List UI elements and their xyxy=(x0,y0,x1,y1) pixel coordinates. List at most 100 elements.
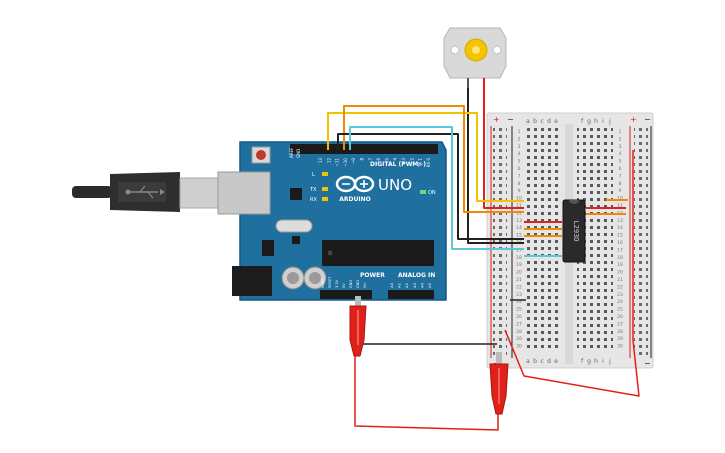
wire-red-rail[interactable] xyxy=(504,150,640,397)
column-letter: j xyxy=(608,358,611,365)
column-letter: h xyxy=(594,118,598,125)
row-number: 24 xyxy=(516,299,522,305)
digital-pin-label: 2 xyxy=(409,158,414,161)
row-number: 9 xyxy=(619,188,622,194)
row-number: 11 xyxy=(516,203,522,209)
row-number: 17 xyxy=(617,247,623,253)
wire-cyan-pin9[interactable] xyxy=(349,126,524,250)
arduino-uno[interactable]: UNO ARDUINO DIGITAL (PWM~) POWER ANALOG … xyxy=(217,141,447,301)
row-number: 18 xyxy=(516,255,522,261)
row-number: 12 xyxy=(516,210,522,216)
chip-notch xyxy=(569,200,579,204)
power-pin-label: GND xyxy=(356,280,360,288)
column-letter: h xyxy=(594,358,598,365)
row-number: 20 xyxy=(617,270,623,276)
digital-pin-label: RX 0 xyxy=(426,158,431,168)
row-number: 19 xyxy=(617,262,623,268)
row-number: 27 xyxy=(516,321,522,327)
column-letter: b xyxy=(533,358,537,365)
digital-pin-label: ~5 xyxy=(384,158,389,164)
led-l xyxy=(322,172,328,176)
analog-pin-label: A4 xyxy=(419,282,424,288)
dc-motor[interactable] xyxy=(443,27,507,88)
analog-header xyxy=(388,290,434,299)
terminal-strip-left xyxy=(523,128,559,350)
row-number: 7 xyxy=(518,173,521,179)
row-number: 3 xyxy=(518,144,521,150)
row-number: 28 xyxy=(516,329,522,335)
reset-button-cap[interactable] xyxy=(256,150,266,160)
digital-label: DIGITAL (PWM~) xyxy=(370,161,426,168)
wire-red-clip[interactable] xyxy=(354,356,499,431)
wire-black-clip[interactable] xyxy=(359,298,497,345)
row-number: 8 xyxy=(518,181,521,187)
wire-motor-black[interactable] xyxy=(467,88,524,244)
row-number: 26 xyxy=(516,314,522,320)
column-letter: i xyxy=(602,358,604,365)
aref-label: AREF xyxy=(289,147,294,158)
led-rx xyxy=(322,197,328,201)
led-on xyxy=(420,190,426,194)
row-number: 15 xyxy=(516,233,522,239)
atmega-chip xyxy=(322,240,434,266)
row-number: 29 xyxy=(516,336,522,342)
usb-controller-chip xyxy=(290,188,302,200)
usb-cable-strain-relief xyxy=(72,186,112,198)
wire-yellow-pin12[interactable] xyxy=(327,112,524,202)
alligator-clip-2[interactable] xyxy=(489,352,509,415)
row-number: 4 xyxy=(518,151,521,157)
crystal-oscillator xyxy=(275,219,313,233)
row-number: 1 xyxy=(619,129,622,135)
power-label: POWER xyxy=(360,272,385,279)
column-letter: f xyxy=(581,118,584,125)
row-number: 26 xyxy=(617,314,623,320)
wire-motor-red[interactable] xyxy=(483,88,524,209)
analog-pin-label: A1 xyxy=(397,282,402,288)
wire-black-gnd[interactable] xyxy=(337,133,524,240)
tx-label: TX xyxy=(309,187,317,193)
power-pin-label: RESET xyxy=(328,276,332,288)
row-number: 30 xyxy=(516,344,522,350)
column-letter: c xyxy=(540,358,543,365)
l293d-chip[interactable]: L293D xyxy=(562,199,586,263)
row-number: 19 xyxy=(516,262,522,268)
row-number: 18 xyxy=(617,255,623,261)
motor-gear-icon xyxy=(464,38,488,62)
row-number: 29 xyxy=(617,336,623,342)
column-letter: j xyxy=(608,118,611,125)
row-number: 23 xyxy=(516,292,522,298)
row-number: 23 xyxy=(617,292,623,298)
usb-cable[interactable] xyxy=(72,172,219,212)
column-letter: a xyxy=(526,118,530,125)
row-number: 2 xyxy=(619,136,622,142)
led-tx xyxy=(322,187,328,191)
uno-logo-text: UNO xyxy=(378,176,412,194)
row-number: 15 xyxy=(617,233,623,239)
column-letter: i xyxy=(602,118,604,125)
row-number: 27 xyxy=(617,321,623,327)
alligator-clip-1[interactable] xyxy=(349,296,367,357)
arduino-infinity-logo xyxy=(335,175,375,193)
row-number: 14 xyxy=(617,225,623,231)
aref-gnd-header xyxy=(290,144,298,154)
row-number: 21 xyxy=(617,277,623,283)
wire-orange-pin11[interactable] xyxy=(343,105,524,213)
digital-pin-label: ~10 xyxy=(343,158,348,167)
power-pin-label: IOREF xyxy=(321,278,325,288)
column-letter: e xyxy=(554,358,558,365)
analog-pin-label: A3 xyxy=(412,282,417,288)
power-pin-label: 5V xyxy=(342,283,346,288)
row-number: 4 xyxy=(619,151,622,157)
digital-pin-label: 7 xyxy=(368,158,373,161)
usb-symbol-icon xyxy=(125,185,165,199)
row-number: 9 xyxy=(518,188,521,194)
digital-pin-label: 13 xyxy=(318,158,323,164)
row-number: 6 xyxy=(518,166,521,172)
row-number: 13 xyxy=(516,218,522,224)
digital-header xyxy=(298,144,438,154)
gnd-label: GND xyxy=(296,149,301,158)
analog-pin-label: A0 xyxy=(389,282,394,288)
